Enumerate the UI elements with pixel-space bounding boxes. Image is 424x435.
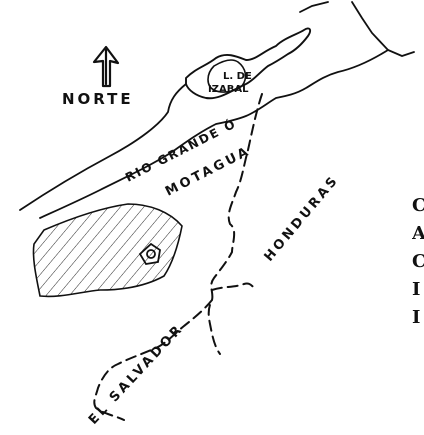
river-north-bank: [19, 83, 187, 211]
north-label: NORTE: [62, 90, 134, 108]
river-label-line1: RIO GRANDE Ó: [123, 115, 239, 184]
coastline: [299, 1, 415, 57]
country-honduras-label: HONDURAS: [262, 173, 343, 265]
north-arrow-icon: [92, 45, 120, 88]
side-text-line4: I: [412, 279, 421, 300]
el-salvador-border: [93, 299, 213, 421]
side-text-line1: C: [412, 195, 424, 216]
honduras-border: [207, 93, 263, 355]
lake-label-line1: L. DE: [223, 71, 252, 82]
hatched-region: [32, 203, 183, 298]
lake-izabal-inner: [207, 59, 247, 93]
river-south-bank: [39, 49, 389, 219]
side-text-line3: C: [412, 251, 424, 272]
side-text-line2: A: [412, 223, 424, 244]
side-text-line5: I: [412, 307, 421, 328]
country-el-salvador-label: EL SALVADOR: [86, 321, 187, 428]
lake-label-line2: IZABAL: [208, 84, 249, 95]
concentric-target-icon: [138, 242, 161, 265]
